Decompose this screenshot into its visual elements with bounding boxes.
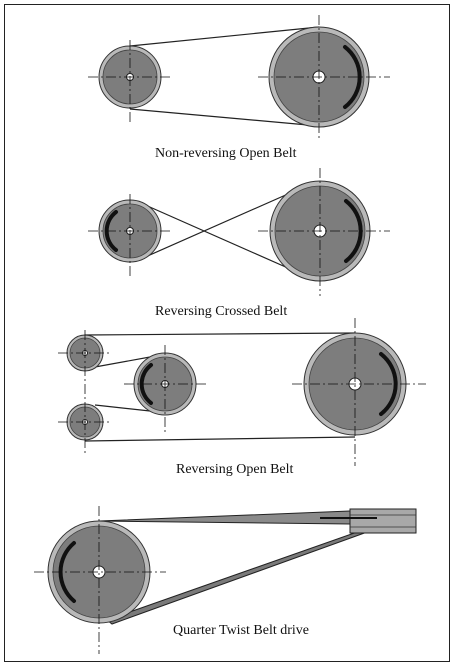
belt-cross-b bbox=[142, 185, 307, 259]
rotation-arc-icon bbox=[139, 363, 153, 405]
crossed-belt-diagram bbox=[88, 168, 390, 296]
caption-open-belt: Non-reversing Open Belt bbox=[155, 146, 297, 161]
caption-crossed-belt: Reversing Crossed Belt bbox=[155, 304, 288, 319]
driver-pulley bbox=[47, 520, 151, 624]
belt-bottom bbox=[129, 108, 320, 127]
rotation-arc-icon bbox=[343, 45, 362, 109]
belt-top bbox=[129, 26, 320, 47]
caption-quarter-twist: Quarter Twist Belt drive bbox=[173, 623, 310, 638]
driven-pulley-edge bbox=[320, 508, 417, 534]
open-belt-diagram bbox=[88, 15, 390, 140]
belt-cross-a bbox=[142, 203, 307, 277]
quarter-twist-diagram bbox=[34, 506, 417, 654]
reversing-open-belt-diagram bbox=[58, 318, 426, 466]
rotation-arc-icon bbox=[344, 199, 363, 263]
caption-reversing-open-belt: Reversing Open Belt bbox=[176, 462, 294, 477]
